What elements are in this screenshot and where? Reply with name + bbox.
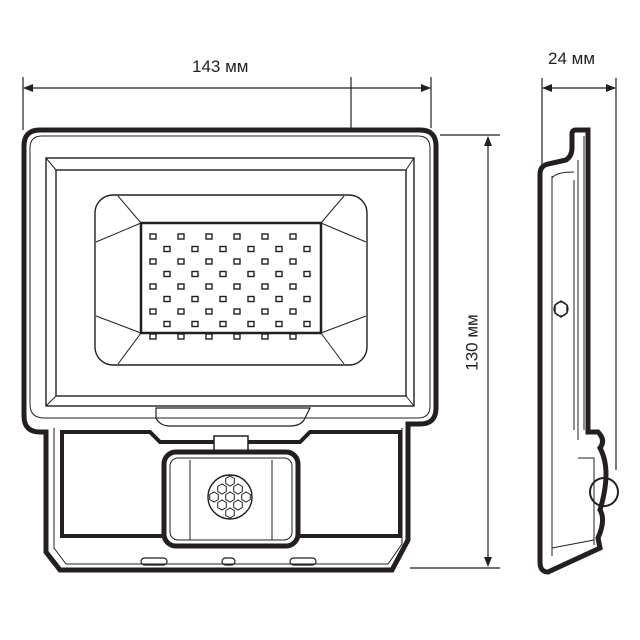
depth-dimension: [541, 78, 617, 470]
led-grid: [149, 233, 311, 340]
side-view: [537, 127, 619, 575]
height-dimension: [410, 134, 500, 569]
front-view: [21, 127, 439, 573]
width-dimension: [22, 77, 432, 130]
width-label: 143 мм: [192, 57, 249, 76]
depth-label: 24 мм: [548, 49, 596, 68]
pir-sensor-lens: [207, 474, 253, 520]
height-label: 130 мм: [462, 314, 482, 371]
